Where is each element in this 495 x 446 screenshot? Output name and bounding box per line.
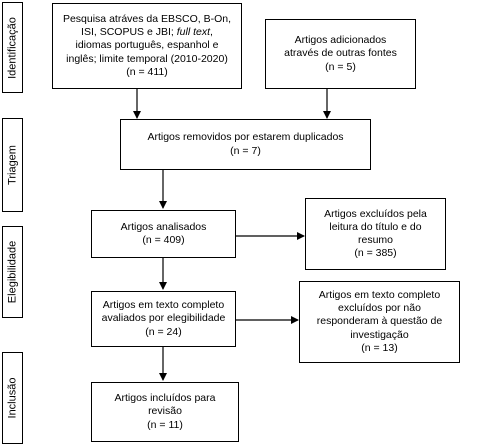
box-excluded-title-abstract: Artigos excluídos pela leitura do título… [305, 198, 446, 270]
box-duplicates-removed-line1: Artigos removidos por estarem duplicados [147, 131, 344, 144]
box-database-search-line4: inglês; limite temporal (2010-2020) [66, 52, 228, 65]
box-included-line1: Artigos incluídos para [114, 392, 216, 405]
box-full-text-assessed-line2: avaliados por elegibilidade [101, 312, 226, 325]
box-analyzed: Artigos analisados (n = 409) [91, 210, 236, 258]
box-full-text-excluded-count: (n = 13) [361, 341, 398, 354]
box-included-line2: revisão [148, 405, 182, 418]
box-database-search-line2: ISI, SCOPUS e JBI; full text, [81, 26, 213, 39]
box-other-sources-line1: Artigos adicionados [294, 34, 387, 47]
box-analyzed-line1: Artigos analisados [120, 220, 207, 233]
stage-elegibilidade: Elegibilidade [2, 226, 23, 318]
stage-triagem: Triagem [2, 118, 23, 212]
box-excluded-line3: resumo [357, 234, 393, 246]
box-full-text-excluded-line2: excluídos por não [338, 302, 421, 315]
box-other-sources-line2: através de outras fontes [284, 47, 397, 60]
box-database-search-line3: idiomas português, espanhol e [75, 39, 219, 52]
box-included-count: (n = 11) [147, 418, 183, 431]
box-full-text-excluded-line1: Artigos em texto completo [318, 289, 441, 302]
box-excluded-line2: leitura do título e do [329, 220, 422, 233]
box-database-search: Pesquisa atráves da EBSCO, B-On, ISI, SC… [52, 3, 242, 89]
box-duplicates-removed-count: (n = 7) [230, 144, 261, 157]
box-excluded-count: (n = 385) [354, 247, 397, 260]
stage-inclusao: Inclusão [2, 352, 23, 444]
box-other-sources-count: (n = 5) [325, 60, 356, 73]
box-database-search-line2a: ISI, SCOPUS e JBI; [81, 26, 177, 39]
box-full-text-excluded-line4: investigação [350, 328, 409, 341]
box-database-search-line2c: , [210, 26, 213, 39]
box-full-text-excluded: Artigos em texto completo excluídos por … [299, 281, 460, 363]
box-other-sources: Artigos adicionados através de outras fo… [265, 19, 416, 89]
box-full-text-excluded-line3: responderam à questão de [316, 315, 443, 328]
box-duplicates-removed: Artigos removidos por estarem duplicados… [120, 119, 371, 170]
stage-identificacao: Identificação [2, 2, 23, 93]
box-analyzed-count: (n = 409) [142, 234, 185, 246]
box-database-search-fulltext: full text [176, 26, 211, 39]
box-excluded-line1: Artigos excluídos pela [324, 207, 427, 220]
box-database-search-count: (n = 411) [126, 65, 168, 78]
box-full-text-assessed-line1: Artigos em texto completo [102, 299, 225, 312]
box-included: Artigos incluídos para revisão (n = 11) [91, 382, 239, 442]
box-full-text-assessed: Artigos em texto completo avaliados por … [91, 291, 236, 347]
box-full-text-assessed-count: (n = 24) [145, 325, 182, 338]
box-database-search-line1: Pesquisa atráves da EBSCO, B-On, [62, 13, 232, 26]
